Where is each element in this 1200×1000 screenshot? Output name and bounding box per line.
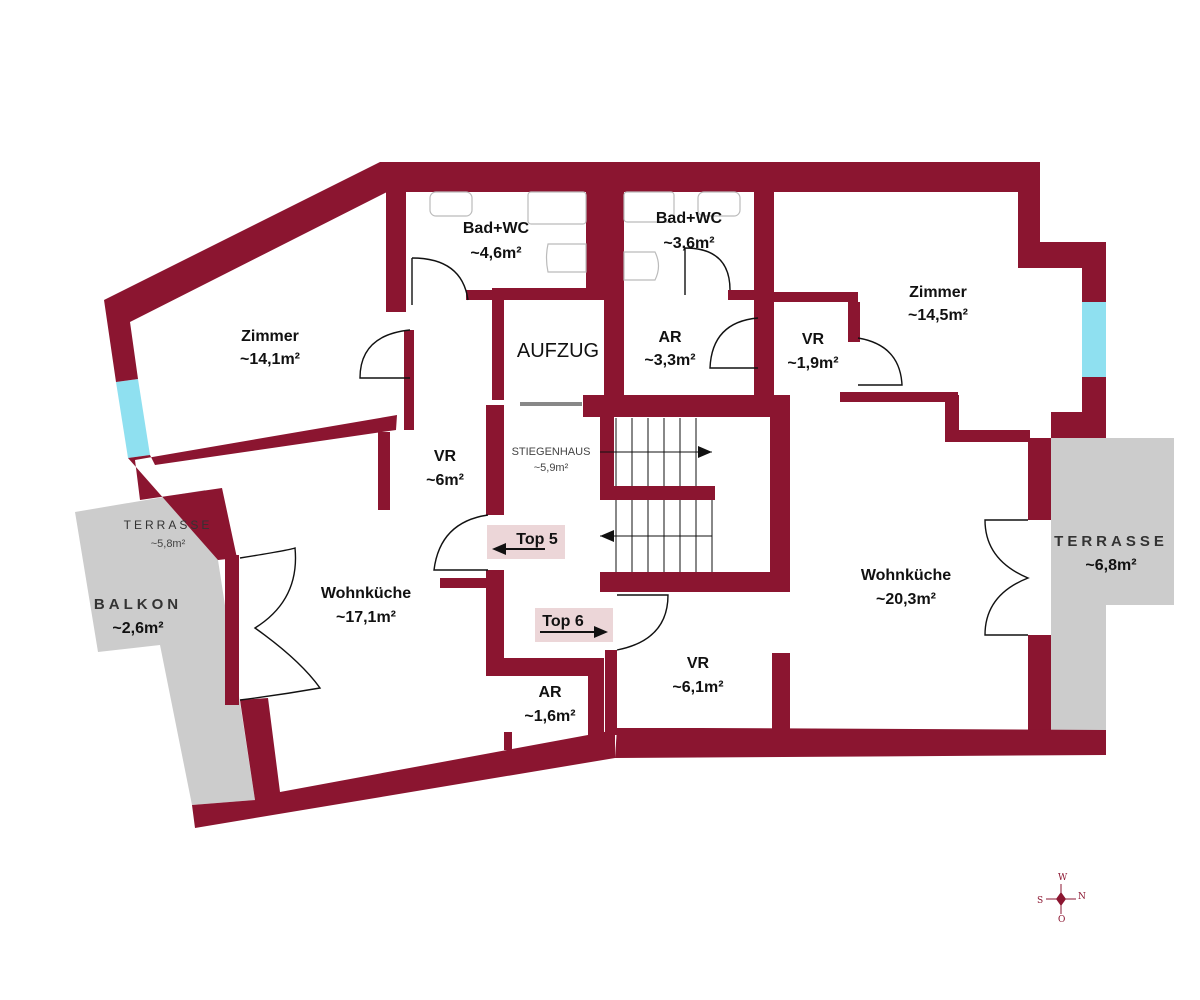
balkon-area: ~2,6m²: [112, 620, 163, 637]
zimmer-right-name: Zimmer: [909, 284, 967, 301]
stiegenhaus-name: STIEGENHAUS: [512, 446, 591, 458]
balkon-name: BALKON: [94, 596, 182, 613]
compass-w: W: [1058, 873, 1068, 883]
window-right: [1082, 302, 1106, 377]
doors: [239, 247, 1030, 701]
compass-rose-icon: W N S O: [1037, 873, 1086, 925]
svg-text:Top 5: Top 5: [516, 531, 558, 548]
terrasse-right-area: [1051, 438, 1174, 605]
terrasse-left-area: ~5,8m²: [151, 538, 186, 550]
ar-bottom-name: AR: [538, 684, 562, 701]
compass-n: N: [1078, 892, 1086, 902]
staircase: [600, 418, 713, 572]
vr-bottom-name: VR: [687, 655, 710, 672]
vr-bottom-area: ~6,1m²: [672, 679, 723, 696]
interior-walls: [378, 185, 1030, 750]
terrasse-right-area: ~6,8m²: [1085, 557, 1136, 574]
wohnkueche-right-name: Wohnküche: [861, 567, 951, 584]
vr-small-area: ~1,9m²: [787, 355, 838, 372]
window-left: [116, 379, 150, 458]
ar-top-area: ~3,3m²: [644, 352, 695, 369]
vr-left-area: ~6m²: [426, 472, 464, 489]
stiegenhaus-area: ~5,9m²: [534, 462, 569, 474]
zimmer-left-area: ~14,1m²: [240, 351, 300, 368]
bad-wc-left-name: Bad+WC: [463, 220, 530, 237]
wohnkueche-left-name: Wohnküche: [321, 585, 411, 602]
top6-tag: Top 6: [535, 608, 613, 642]
compass-o: O: [1058, 915, 1065, 925]
bathroom-fixtures: [429, 191, 741, 281]
wohnkueche-right-area: ~20,3m²: [876, 591, 936, 608]
terrasse-left-name: TERRASSE: [124, 518, 213, 532]
walls: [104, 162, 1106, 828]
bad-wc-right-name: Bad+WC: [656, 210, 723, 227]
aufzug-label: AUFZUG: [517, 340, 599, 362]
compass-s: S: [1037, 896, 1043, 906]
vr-left-name: VR: [434, 448, 457, 465]
terrasse-left-balkon-area: [75, 490, 255, 805]
zimmer-right-area: ~14,5m²: [908, 307, 968, 324]
vr-small-name: VR: [802, 331, 825, 348]
bad-wc-left-area: ~4,6m²: [470, 245, 521, 262]
svg-text:Top 6: Top 6: [542, 613, 584, 630]
top5-tag: Top 5: [487, 525, 565, 559]
ar-bottom-area: ~1,6m²: [524, 708, 575, 725]
ar-top-name: AR: [658, 329, 682, 346]
wohnkueche-left-area: ~17,1m²: [336, 609, 396, 626]
bad-wc-right-area: ~3,6m²: [663, 235, 714, 252]
zimmer-left-name: Zimmer: [241, 328, 299, 345]
terrasse-right-name: TERRASSE: [1054, 533, 1168, 550]
